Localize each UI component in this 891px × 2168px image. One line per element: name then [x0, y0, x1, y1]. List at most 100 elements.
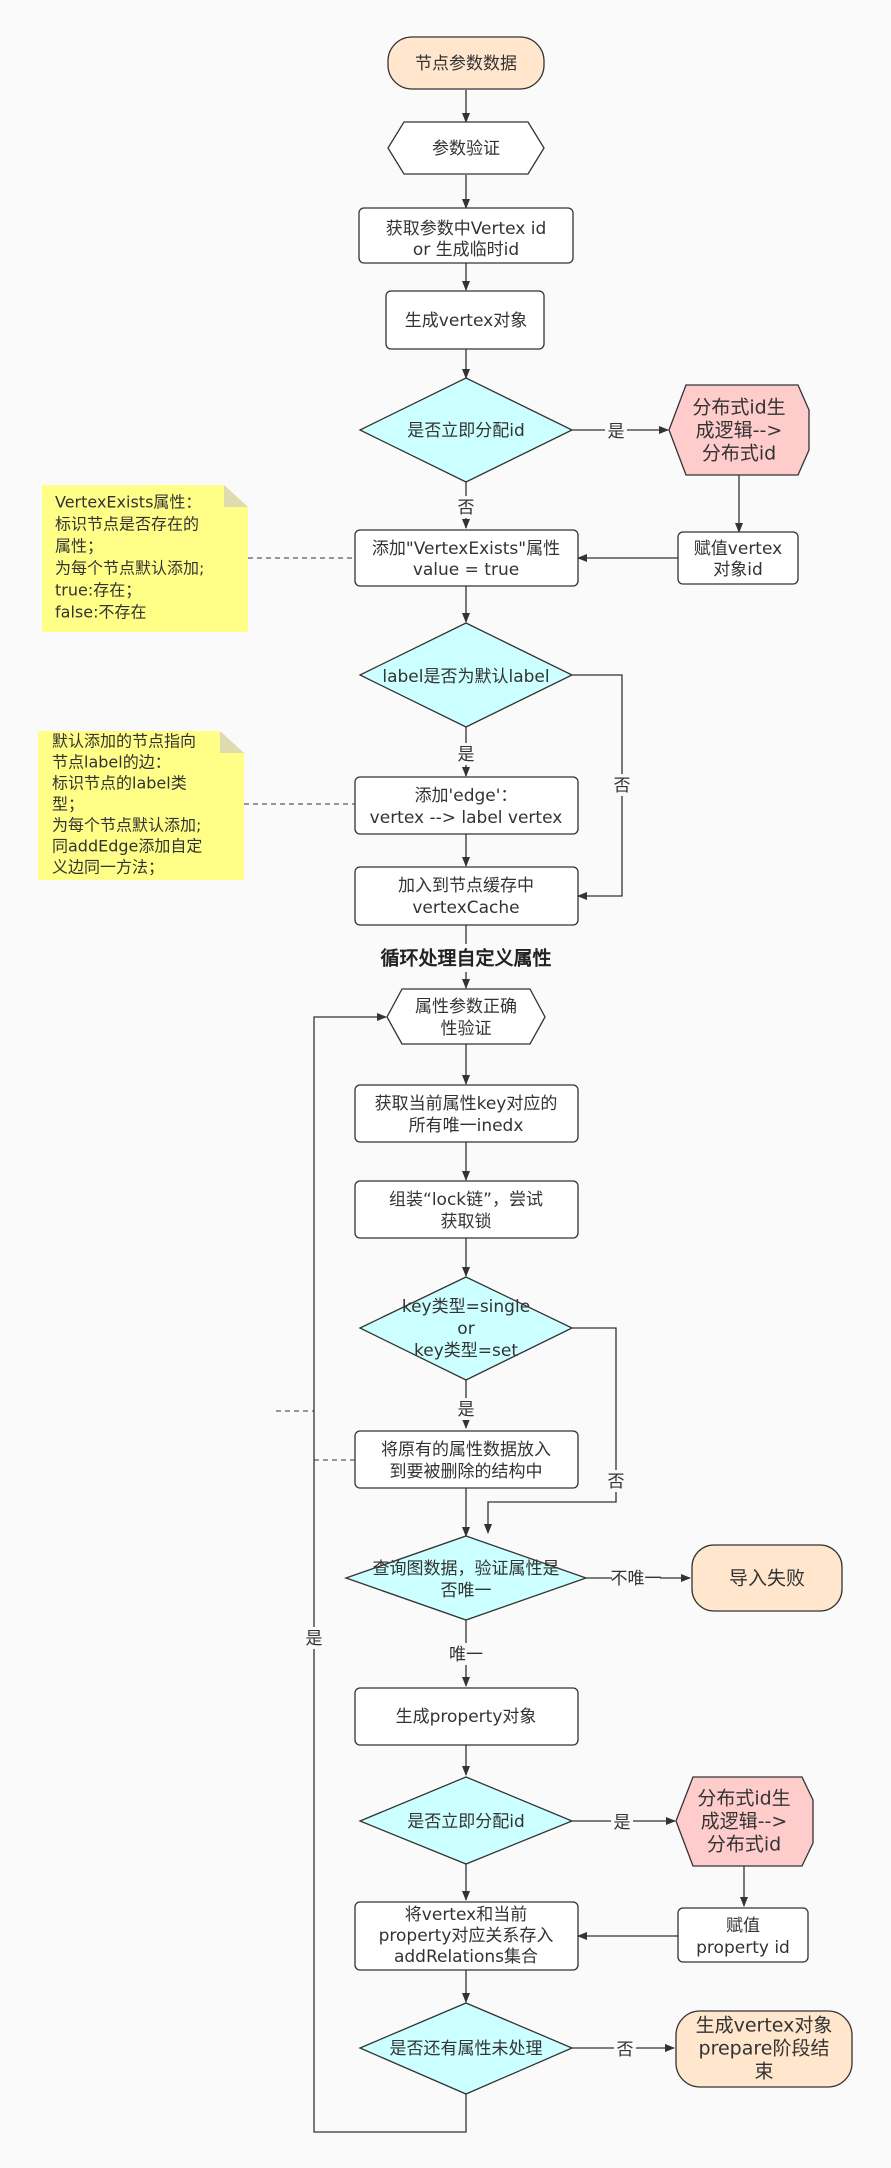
dashed-connectors — [244, 557, 355, 1461]
add-vertex-exists-line1: 添加"VertexExists"属性 — [372, 539, 560, 559]
note-vertex-exists: VertexExists属性： 标识节点是否存在的 属性； 为每个节点默认添加;… — [42, 485, 248, 632]
edge-label-no-3: 否 — [608, 1472, 625, 1492]
dist-id-2-line1: 分布式id生 — [697, 1788, 790, 1810]
note1-line5: true:存在； — [55, 581, 141, 600]
alloc-id-decision-2: 是否立即分配id — [358, 1776, 574, 1865]
note2-line2: 节点label的边： — [52, 753, 171, 772]
get-index-line1: 获取当前属性key对应的 — [375, 1094, 558, 1114]
assign-vertex-id-line2: 对象id — [713, 560, 763, 580]
gen-property-label: 生成property对象 — [396, 1707, 537, 1727]
add-relations-line2: property对应关系存入 — [379, 1926, 554, 1946]
note-default-edge: 默认添加的节点指向 节点label的边： 标识节点的label类 型； 为每个节… — [38, 731, 244, 880]
get-id-line1: 获取参数中Vertex id — [386, 219, 547, 239]
attr-validate-line1: 属性参数正确 — [415, 997, 517, 1017]
attr-validate-line2: 性验证 — [441, 1019, 492, 1039]
add-cache-line1: 加入到节点缓存中 — [398, 876, 534, 896]
query-unique-line2: 否唯一 — [441, 1581, 492, 1601]
edge-label-not-unique: 不唯一 — [611, 1569, 662, 1589]
note2-line3: 标识节点的label类 — [52, 774, 187, 793]
loop-title-bg — [372, 944, 560, 972]
import-fail-terminal: 导入失败 — [691, 1544, 843, 1612]
note1-line3: 属性； — [55, 537, 103, 556]
edge-label-no-1: 否 — [458, 498, 475, 518]
dist-id-1-line1: 分布式id生 — [692, 397, 785, 419]
get-index-node: 获取当前属性key对应的 所有唯一inedx — [354, 1084, 579, 1143]
alloc-id-1-label: 是否立即分配id — [407, 421, 525, 441]
assign-property-id-node: 赋值 property id — [677, 1907, 809, 1963]
lock-chain-node: 组装“lock链”，尝试 获取锁 — [354, 1180, 579, 1239]
more-attrs-decision: 是否还有属性未处理 — [358, 2002, 574, 2095]
start-terminal: 节点参数数据 — [387, 36, 545, 90]
import-fail-label: 导入失败 — [729, 1568, 805, 1590]
put-delete-node: 将原有的属性数据放入 到要被删除的结构中 — [354, 1430, 579, 1489]
get-id-line2: or 生成临时id — [413, 240, 519, 260]
edge-label-no-4: 否 — [617, 2040, 634, 2060]
gen-property-node: 生成property对象 — [354, 1687, 579, 1746]
query-unique-decision: 查询图数据，验证属性是 否唯一 — [344, 1535, 588, 1621]
end-line3: 束 — [754, 2061, 773, 2083]
edge-more-loop-back — [313, 1013, 467, 2133]
edge-label-no-2: 否 — [614, 776, 631, 796]
add-edge-node: 添加'edge'： vertex --> label vertex — [354, 776, 579, 835]
edge-label-yes-2: 是 — [458, 745, 475, 765]
note1-line1: VertexExists属性： — [55, 493, 201, 512]
edge-labels: 是 否 是 否 是 否 不唯一 唯一 是 否 是 — [303, 420, 662, 2060]
dist-id-2-line2: 成逻辑--> — [701, 1811, 788, 1833]
start-label: 节点参数数据 — [415, 54, 517, 74]
more-attrs-label: 是否还有属性未处理 — [390, 2039, 543, 2059]
assign-vertex-id-node: 赋值vertex 对象id — [677, 531, 799, 585]
get-index-line2: 所有唯一inedx — [409, 1116, 524, 1136]
note2-line7: 义边同一方法； — [52, 858, 164, 877]
dist-id-node-1: 分布式id生 成逻辑--> 分布式id — [668, 384, 810, 476]
edge-label-unique: 唯一 — [449, 1645, 483, 1665]
add-edge-line1: 添加'edge'： — [415, 786, 518, 806]
lock-chain-line1: 组装“lock链”，尝试 — [389, 1190, 543, 1210]
key-type-decision: key类型=single or key类型=set — [358, 1276, 574, 1381]
assign-property-id-line1: 赋值 — [726, 1916, 760, 1936]
key-type-line2: or — [457, 1319, 474, 1339]
note1-line4: 为每个节点默认添加; — [55, 559, 204, 578]
get-id-node: 获取参数中Vertex id or 生成临时id — [358, 207, 574, 264]
end-line2: prepare阶段结 — [699, 2038, 830, 2060]
add-cache-node: 加入到节点缓存中 vertexCache — [354, 866, 579, 926]
edge-label-yes-3: 是 — [458, 1400, 475, 1420]
label-default-label: label是否为默认label — [382, 667, 549, 687]
attr-validate-node: 属性参数正确 性验证 — [386, 988, 546, 1045]
add-cache-line2: vertexCache — [412, 898, 519, 918]
put-delete-line1: 将原有的属性数据放入 — [381, 1440, 551, 1460]
dist-id-2-line3: 分布式id — [707, 1834, 781, 1856]
alloc-id-decision-1: 是否立即分配id — [358, 377, 574, 483]
key-type-line3: key类型=set — [414, 1341, 518, 1361]
loop-title: 循环处理自定义属性 — [380, 947, 551, 970]
add-relations-line3: addRelations集合 — [394, 1947, 538, 1967]
note2-line1: 默认添加的节点指向 — [52, 732, 196, 751]
note2-line6: 同addEdge添加自定 — [52, 837, 202, 856]
dist-id-1-line3: 分布式id — [702, 443, 776, 465]
key-type-line1: key类型=single — [402, 1297, 530, 1317]
lock-chain-line2: 获取锁 — [441, 1212, 492, 1232]
param-validate-node: 参数验证 — [387, 121, 545, 175]
add-vertex-exists-node: 添加"VertexExists"属性 value = true — [354, 529, 579, 587]
dist-id-1-line2: 成逻辑--> — [696, 420, 783, 442]
add-vertex-exists-line2: value = true — [413, 560, 519, 580]
add-relations-line1: 将vertex和当前 — [405, 1905, 527, 1925]
end-line1: 生成vertex对象 — [696, 2015, 833, 2037]
edge-label-yes-1: 是 — [608, 422, 625, 442]
dist-id-node-2: 分布式id生 成逻辑--> 分布式id — [675, 1776, 814, 1867]
gen-vertex-node: 生成vertex对象 — [385, 290, 545, 350]
note2-line5: 为每个节点默认添加; — [52, 816, 201, 835]
add-relations-node: 将vertex和当前 property对应关系存入 addRelations集合 — [354, 1901, 579, 1971]
gen-vertex-label: 生成vertex对象 — [405, 311, 527, 331]
assign-property-id-line2: property id — [696, 1938, 790, 1958]
edge-label-yes-4: 是 — [614, 1813, 631, 1833]
add-edge-line2: vertex --> label vertex — [370, 808, 563, 828]
edge-label-loop-yes: 是 — [306, 1629, 323, 1649]
assign-vertex-id-line1: 赋值vertex — [694, 539, 782, 559]
edge-keytype-query-no — [484, 1327, 617, 1534]
alloc-id-2-label: 是否立即分配id — [407, 1812, 525, 1832]
note1-line6: false:不存在 — [55, 603, 146, 622]
note1-line2: 标识节点是否存在的 — [55, 515, 199, 534]
param-validate-label: 参数验证 — [432, 139, 500, 159]
put-delete-line2: 到要被删除的结构中 — [390, 1462, 543, 1482]
